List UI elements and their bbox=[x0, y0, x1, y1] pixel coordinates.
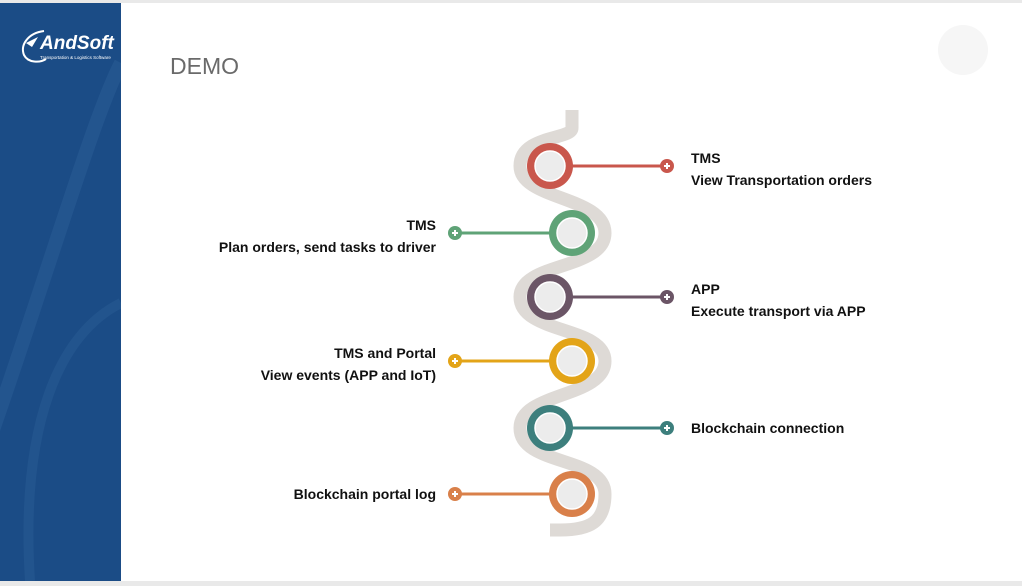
snake-path bbox=[513, 110, 612, 537]
step-label: APP Execute transport via APP bbox=[691, 278, 866, 322]
step-center bbox=[534, 281, 566, 313]
plus-icon-glyph bbox=[452, 491, 458, 497]
step-title: Blockchain portal log bbox=[293, 486, 436, 502]
plus-icon-glyph bbox=[452, 358, 458, 364]
step-label: Blockchain portal log bbox=[294, 483, 436, 505]
step-title: TMS bbox=[406, 217, 436, 233]
page-title: DEMO bbox=[170, 53, 239, 79]
plus-icon-glyph bbox=[452, 230, 458, 236]
decorative-circle bbox=[938, 25, 988, 75]
step-subtitle: View Transportation orders bbox=[691, 172, 873, 188]
sidebar-band: AndSoft Transportation & Logistics Softw… bbox=[0, 3, 121, 581]
plus-icon-glyph bbox=[664, 294, 670, 300]
step-title: TMS and Portal bbox=[334, 345, 436, 361]
step-title: APP bbox=[691, 281, 720, 297]
logo-name: AndSoft bbox=[40, 33, 114, 54]
step-subtitle: Plan orders, send tasks to driver bbox=[218, 239, 436, 255]
step-title: TMS bbox=[691, 150, 721, 166]
slide: AndSoft Transportation & Logistics Softw… bbox=[0, 3, 1022, 581]
logo-tagline: Transportation & Logistics Software bbox=[40, 55, 111, 60]
step-center bbox=[556, 478, 588, 510]
step-subtitle: View events (APP and IoT) bbox=[260, 367, 436, 383]
step-center bbox=[534, 150, 566, 182]
step-center bbox=[556, 345, 588, 377]
plus-icon-glyph bbox=[664, 425, 670, 431]
step-subtitle: Execute transport via APP bbox=[691, 303, 866, 319]
step-center bbox=[534, 412, 566, 444]
step-title: Blockchain connection bbox=[691, 420, 845, 436]
step-label: TMS Plan orders, send tasks to driver bbox=[219, 214, 436, 258]
plus-icon-glyph bbox=[664, 163, 670, 169]
step-label: TMS View Transportation orders bbox=[691, 147, 872, 191]
step-label: Blockchain connection bbox=[691, 417, 844, 439]
sidebar-decoration bbox=[0, 59, 121, 581]
step-center bbox=[556, 217, 588, 249]
logo-swoosh-icon bbox=[22, 30, 47, 63]
